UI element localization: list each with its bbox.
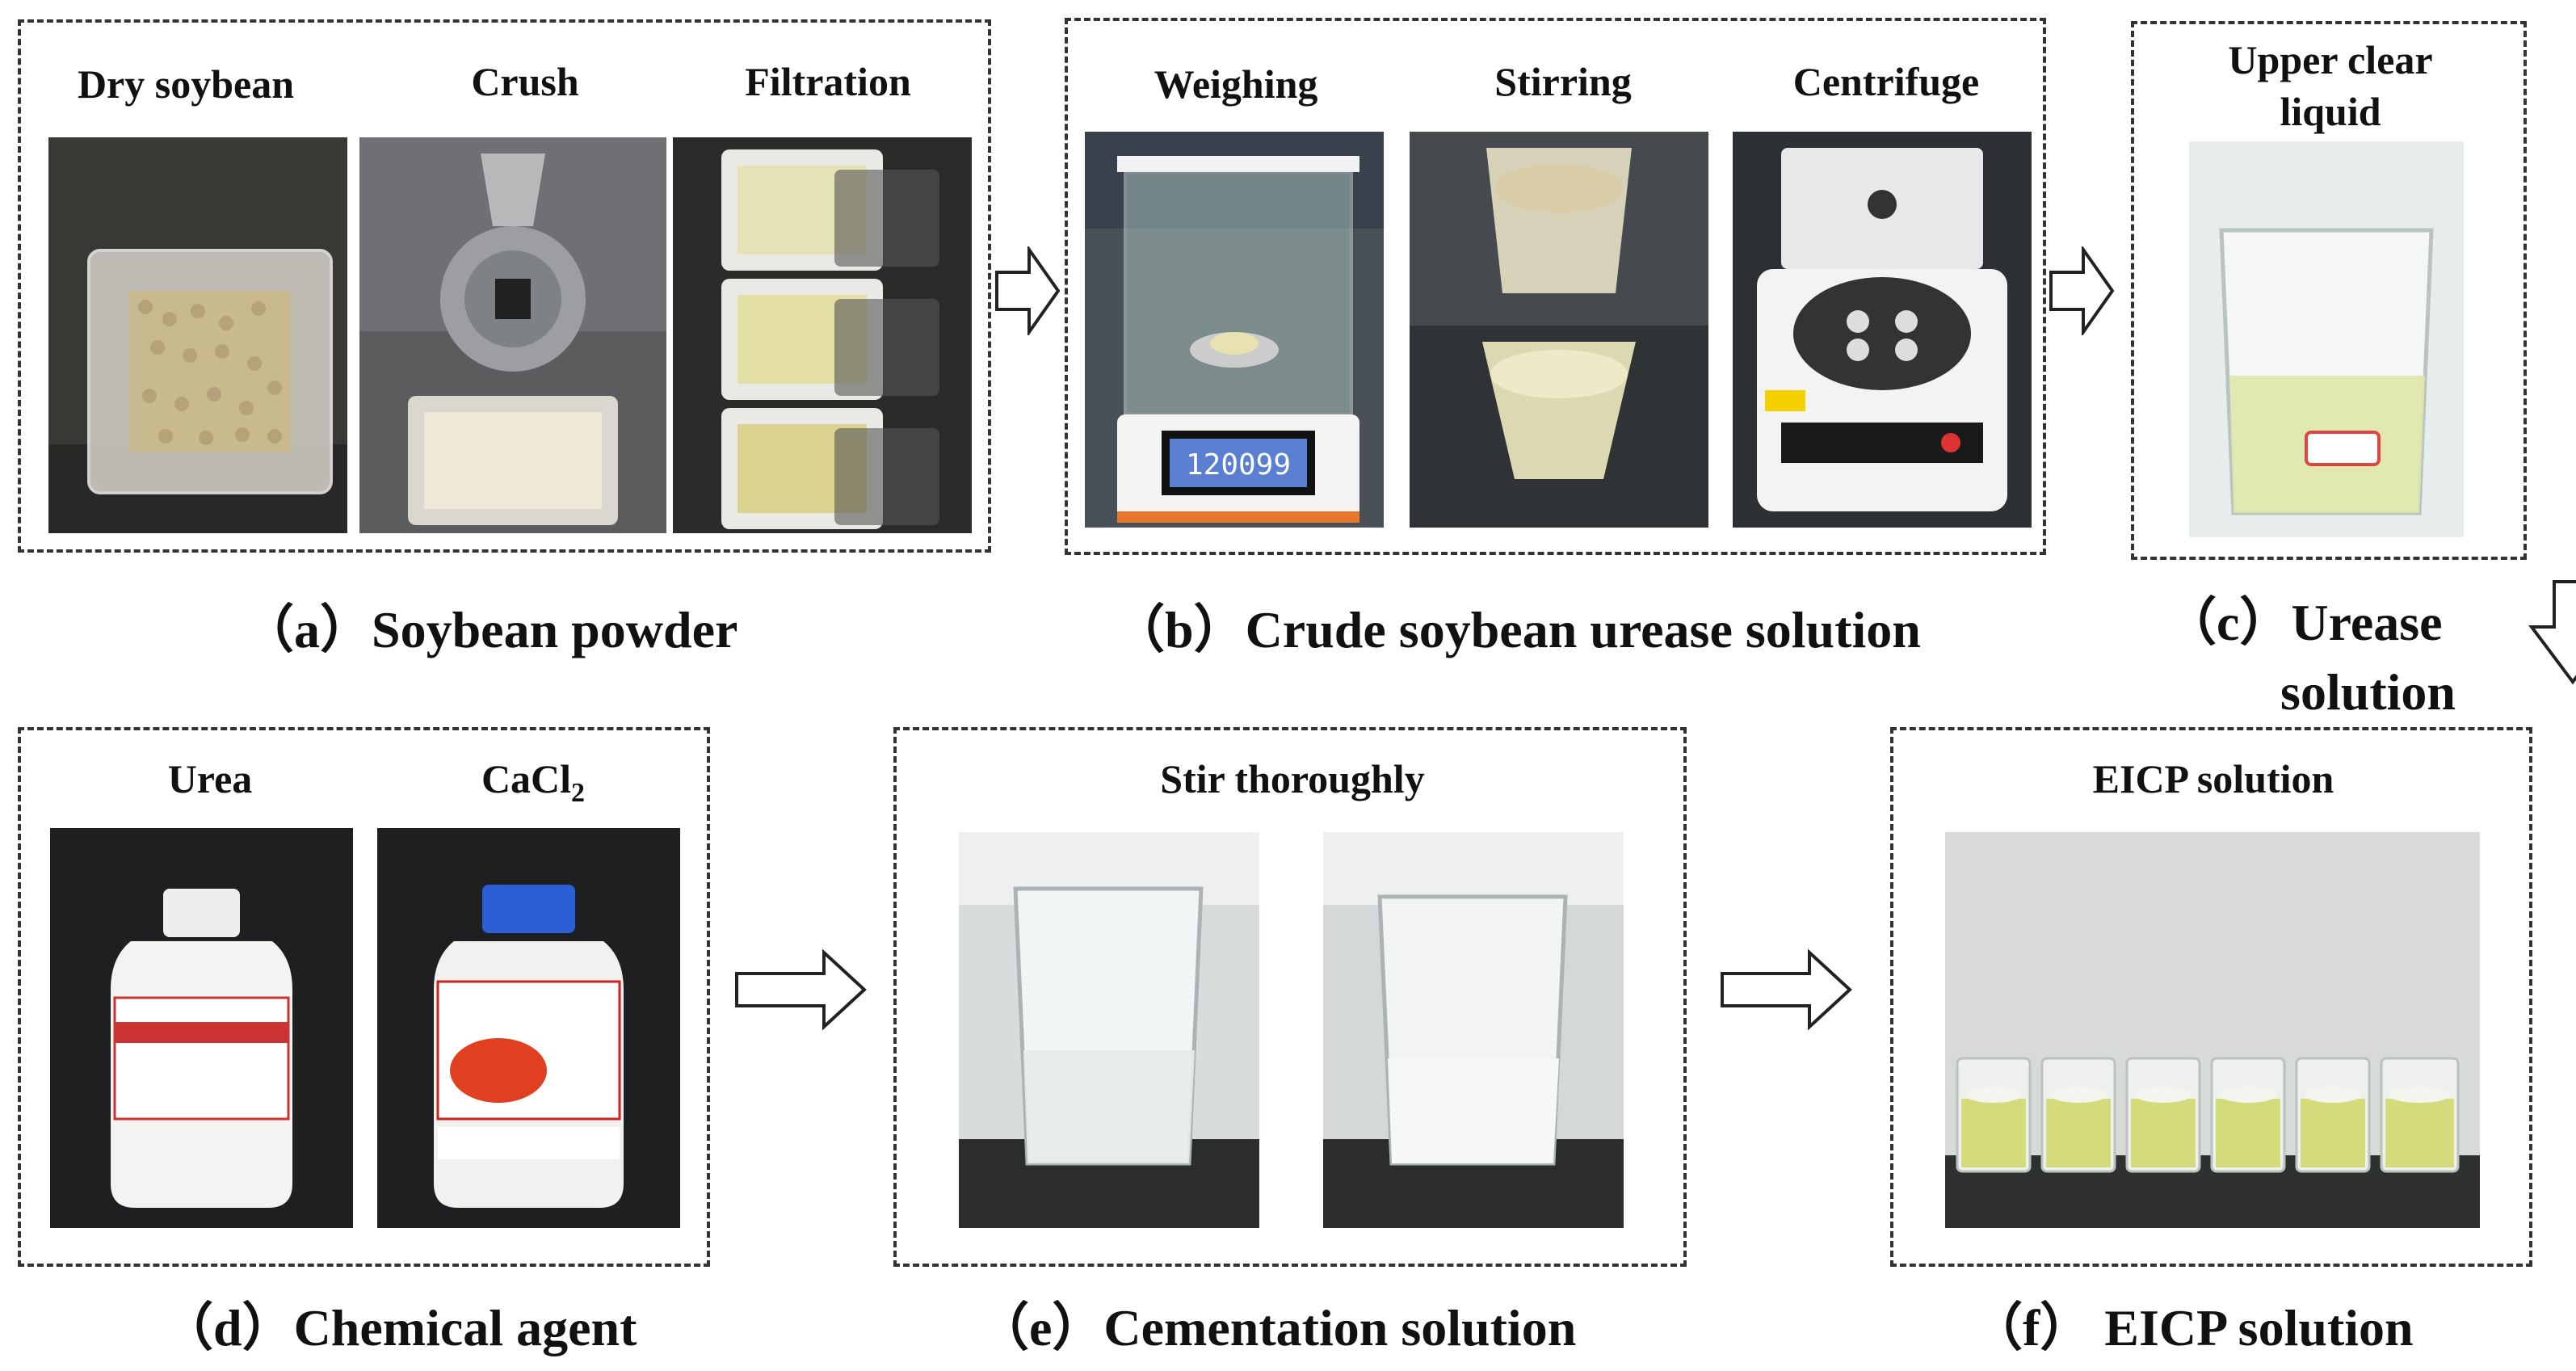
arrow-right-icon — [1721, 949, 1852, 1030]
eicp-beakers-photo — [1945, 832, 2480, 1228]
step-label-urea: Urea — [167, 756, 253, 801]
panel-chemical-agent — [18, 727, 710, 1267]
caption-urease-solution: （c）Urease solution — [2165, 588, 2536, 727]
caption-cementation-solution: （e）Cementation solution — [977, 1299, 1577, 1356]
cacl-subscript: 2 — [571, 778, 586, 808]
panel-cementation-solution — [893, 727, 1687, 1267]
panel-eicp-solution — [1890, 727, 2532, 1267]
caption-soybean-powder: （a）Soybean powder — [242, 601, 738, 658]
step-label-stirring: Stirring — [1494, 59, 1632, 104]
step-label-crush: Crush — [471, 59, 579, 104]
step-label-line-2: liquid — [2280, 89, 2381, 134]
caption-line-1: （c）Urease — [2165, 594, 2443, 651]
soybean-container-photo — [48, 137, 347, 533]
cloudy-beaker-photo — [1323, 832, 1624, 1228]
caption-chemical-agent: （d）Chemical agent — [162, 1299, 637, 1356]
urea-bottle-photo — [50, 828, 353, 1228]
step-label-weighing: Weighing — [1154, 61, 1318, 107]
caption-crude-urease: （b）Crude soybean urease solution — [1113, 601, 1921, 658]
arrow-right-icon — [735, 949, 867, 1030]
step-label-centrifuge: Centrifuge — [1792, 59, 1980, 104]
beaker-clear-liquid-photo — [2189, 141, 2464, 537]
stirring-photo — [1410, 132, 1708, 528]
panel-soybean-powder — [18, 19, 991, 553]
step-label-stir-thoroughly: Stir thoroughly — [1160, 756, 1425, 801]
step-label-eicp-solution: EICP solution — [2092, 756, 2334, 801]
arrow-right-icon — [2049, 246, 2114, 335]
arrow-right-icon — [995, 246, 1060, 335]
panel-urease-solution — [2131, 21, 2527, 560]
step-label-filtration: Filtration — [745, 59, 911, 104]
clear-beaker-photo — [959, 832, 1259, 1228]
filtered-powder-photo — [673, 137, 972, 533]
caption-eicp-solution: （f） EICP solution — [1971, 1299, 2414, 1356]
crusher-photo — [359, 137, 666, 533]
cacl-text: CaCl — [481, 756, 572, 801]
step-label-line-1: Upper clear — [2228, 37, 2433, 82]
step-label-dry-soybean: Dry soybean — [77, 61, 295, 107]
cacl2-bottle-photo — [377, 828, 680, 1228]
balance-readout: 120099 — [1186, 448, 1291, 482]
arrow-down-icon — [2528, 580, 2576, 685]
centrifuge-photo — [1733, 132, 2032, 528]
panel-crude-urease — [1065, 18, 2046, 555]
step-label-cacl2: CaCl2 — [436, 755, 630, 809]
step-label-upper-clear-liquid: Upper clear liquid — [2149, 34, 2512, 137]
balance-photo: 120099 — [1085, 132, 1384, 528]
caption-line-2: solution — [2280, 663, 2456, 721]
